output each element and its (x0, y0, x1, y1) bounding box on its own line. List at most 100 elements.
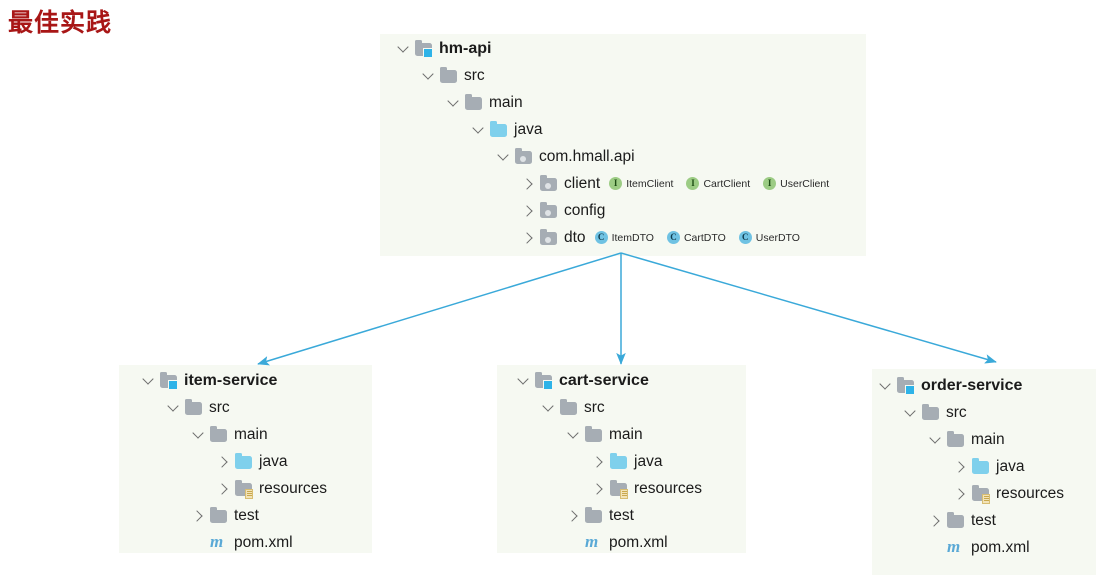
chevron-down-icon[interactable] (903, 405, 919, 421)
tree-row[interactable]: config (396, 197, 829, 224)
tree-row[interactable]: resources (141, 475, 327, 502)
chevron-down-icon[interactable] (878, 378, 894, 394)
source-folder-icon (610, 452, 628, 470)
type-chip-label: ItemDTO (611, 231, 654, 244)
tree-row[interactable]: test (141, 502, 327, 529)
chevron-down-icon[interactable] (496, 149, 512, 165)
chevron-right-icon[interactable] (191, 508, 207, 524)
chevron-down-icon[interactable] (516, 373, 532, 389)
chevron-right-icon[interactable] (953, 486, 969, 502)
chevron-right-icon[interactable] (216, 454, 232, 470)
folder-icon (922, 403, 940, 421)
chevron-down-icon[interactable] (541, 400, 557, 416)
chevron-down-icon[interactable] (191, 427, 207, 443)
chevron-right-icon[interactable] (928, 513, 944, 529)
tree-row[interactable]: java (396, 116, 829, 143)
tree-row[interactable]: item-service (141, 367, 327, 394)
chevron-down-icon[interactable] (166, 400, 182, 416)
maven-file-icon: m (585, 531, 599, 551)
chevron-down-icon[interactable] (396, 41, 412, 57)
tree-row-label: test (234, 506, 259, 524)
tree-row-label: pom.xml (609, 533, 668, 551)
tree-row[interactable]: main (141, 421, 327, 448)
maven-file-icon: m (210, 531, 224, 551)
folder-icon (210, 506, 228, 524)
tree-row[interactable]: java (141, 448, 327, 475)
tree-row[interactable]: java (878, 453, 1064, 480)
tree-row[interactable]: m pom.xml (141, 529, 327, 556)
tree-row[interactable]: test (516, 502, 702, 529)
tree-row[interactable]: src (878, 399, 1064, 426)
chevron-down-icon[interactable] (446, 95, 462, 111)
chevron-right-icon[interactable] (521, 230, 537, 246)
tree-row[interactable]: hm-api (396, 35, 829, 62)
arrow-hm-api-to-item-service (257, 252, 622, 366)
module-folder-icon (897, 376, 915, 395)
chevron-down-icon[interactable] (421, 68, 437, 84)
chevron-right-icon[interactable] (216, 481, 232, 497)
module-badge-icon (543, 379, 553, 390)
tree-row[interactable]: main (396, 89, 829, 116)
tree-row-label: java (259, 452, 288, 470)
class-badge-icon: C (738, 231, 752, 244)
chevron-right-icon[interactable] (566, 508, 582, 524)
class-badge-icon: C (594, 231, 608, 244)
type-chip-label: CartClient (703, 177, 751, 190)
tree-row[interactable]: com.hmall.api (396, 143, 829, 170)
folder-icon (585, 425, 603, 443)
tree-row[interactable]: src (516, 394, 702, 421)
type-chip-label: CartDTO (683, 231, 726, 244)
resources-badge-icon (620, 488, 628, 499)
tree-row[interactable]: main (516, 421, 702, 448)
resources-folder-icon (235, 479, 253, 499)
tree-row[interactable]: src (141, 394, 327, 421)
tree-row[interactable]: m pom.xml (516, 529, 702, 556)
chevron-down-icon[interactable] (566, 427, 582, 443)
tree-row[interactable]: order-service (878, 372, 1064, 399)
tree-row[interactable]: test (878, 507, 1064, 534)
chevron-right-icon[interactable] (591, 481, 607, 497)
tree-row-label: test (971, 511, 996, 529)
chevron-down-icon[interactable] (141, 373, 157, 389)
folder-icon (185, 398, 203, 416)
tree-row-label: java (634, 452, 663, 470)
tree-row-label: pom.xml (234, 533, 293, 551)
chevron-down-icon[interactable] (471, 122, 487, 138)
tree-row[interactable]: resources (516, 475, 702, 502)
tree-row[interactable]: src (396, 62, 829, 89)
chevron-right-icon[interactable] (953, 459, 969, 475)
chevron-right-icon[interactable] (521, 203, 537, 219)
tree-row-label: client (564, 174, 601, 192)
chevron-down-icon[interactable] (928, 432, 944, 448)
tree-row-label: resources (634, 479, 703, 497)
tree-row[interactable]: java (516, 448, 702, 475)
tree-row-label: pom.xml (971, 538, 1030, 556)
interface-badge-icon: I (763, 177, 777, 190)
tree-row[interactable]: cart-service (516, 367, 702, 394)
source-folder-icon (235, 452, 253, 470)
chevron-right-icon[interactable] (591, 454, 607, 470)
tree-row-label: main (489, 93, 523, 111)
chevron-placeholder (566, 535, 582, 551)
tree-row[interactable]: resources (878, 480, 1064, 507)
tree-row[interactable]: main (878, 426, 1064, 453)
interface-badge-icon: I (686, 177, 700, 190)
package-folder-icon (540, 228, 558, 246)
chevron-right-icon[interactable] (521, 176, 537, 192)
resources-folder-icon (972, 484, 990, 504)
